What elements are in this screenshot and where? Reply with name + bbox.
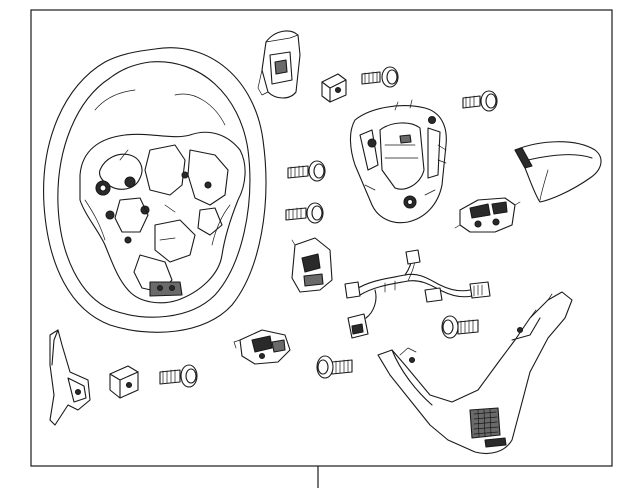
bolt-icon [361,66,399,88]
steering-wheel-icon [43,47,267,333]
bezel-icon [377,291,573,455]
switch-icon [233,329,291,365]
switch-icon [454,197,521,233]
harness-icon [344,249,491,339]
bolt-icon [159,364,198,388]
cover-icon [514,141,602,203]
bolt-icon [316,355,353,379]
bolt-icon [441,315,479,339]
clip-icon [109,365,139,399]
bracket-icon [257,30,301,99]
clip-icon [321,73,347,103]
plate-icon [349,99,447,224]
bolt-icon [285,202,324,224]
bolt-icon [287,160,326,182]
switch-icon [291,237,333,293]
bolt-icon [462,90,498,112]
paddle-icon [49,329,91,426]
